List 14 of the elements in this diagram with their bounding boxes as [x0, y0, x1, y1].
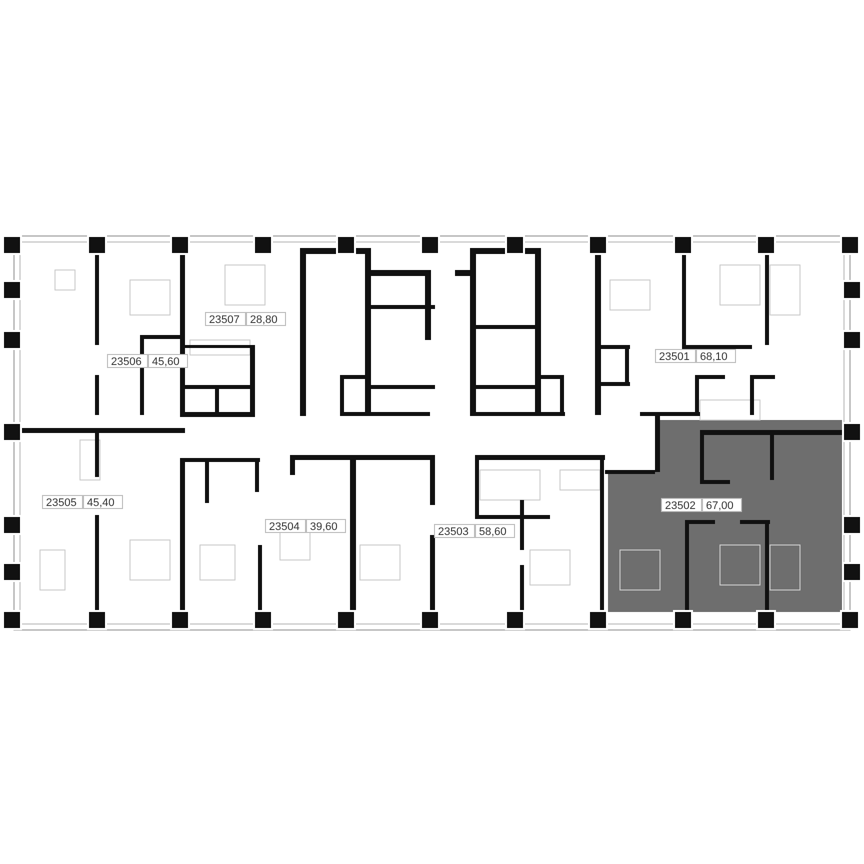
area-label: 39,60: [306, 519, 346, 533]
apartment-number: 23505: [42, 495, 83, 509]
apartment-number: 23504: [265, 519, 306, 533]
apartment-number: 23503: [434, 524, 475, 538]
area-label: 58,60: [475, 524, 515, 538]
apartment-number: 23506: [107, 354, 148, 368]
apartment-number: 23502: [661, 498, 702, 512]
area-label: 45,40: [83, 495, 123, 509]
apartment-number: 23501: [655, 349, 696, 363]
area-label: 45,60: [148, 354, 188, 368]
area-label: 68,10: [696, 349, 736, 363]
area-label: 28,80: [246, 312, 286, 326]
apartment-number: 23507: [205, 312, 246, 326]
area-label: 67,00: [702, 498, 742, 512]
